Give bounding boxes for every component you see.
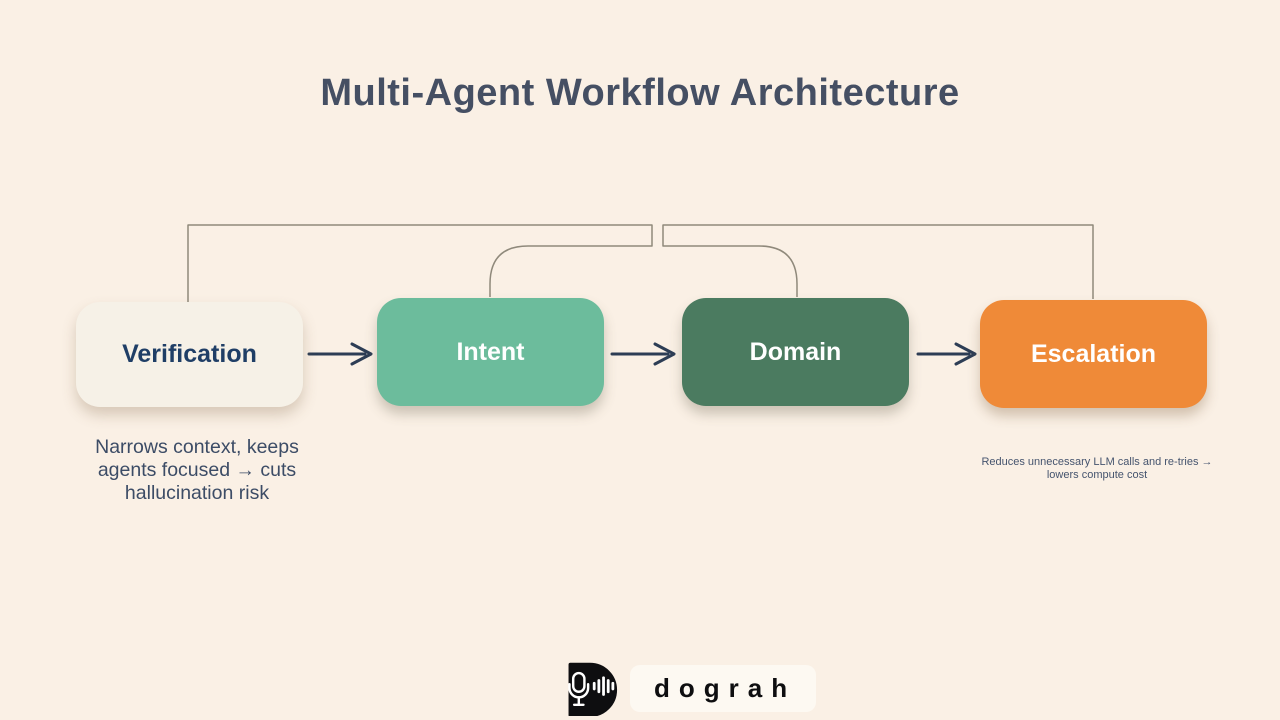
brand-name: dograh <box>654 672 797 703</box>
node-verification: Verification <box>76 302 303 407</box>
brand-logo: dograh <box>562 660 817 716</box>
node-escalation: Escalation <box>980 300 1207 408</box>
note-verification: Narrows context, keeps agents focused → … <box>95 436 299 504</box>
page-title: Multi-Agent Workflow Architecture <box>320 72 960 114</box>
node-intent: Intent <box>377 298 604 406</box>
arrow-verification-to-intent <box>307 342 373 366</box>
node-domain-label: Domain <box>749 337 842 366</box>
node-intent-label: Intent <box>456 337 525 366</box>
node-domain: Domain <box>682 298 909 406</box>
arrow-domain-to-escalation <box>916 342 977 366</box>
arrow-intent-to-domain <box>610 342 676 366</box>
brand-wordmark-pill: dograh <box>630 664 817 712</box>
node-escalation-label: Escalation <box>1030 339 1157 368</box>
note-escalation: Reduces unnecessary LLM calls and re-tri… <box>981 456 1213 481</box>
connector-domain-escalation <box>662 224 1094 299</box>
connector-verification-intent <box>187 224 653 302</box>
microphone-soundwave-icon <box>568 662 617 716</box>
node-verification-label: Verification <box>122 340 257 368</box>
